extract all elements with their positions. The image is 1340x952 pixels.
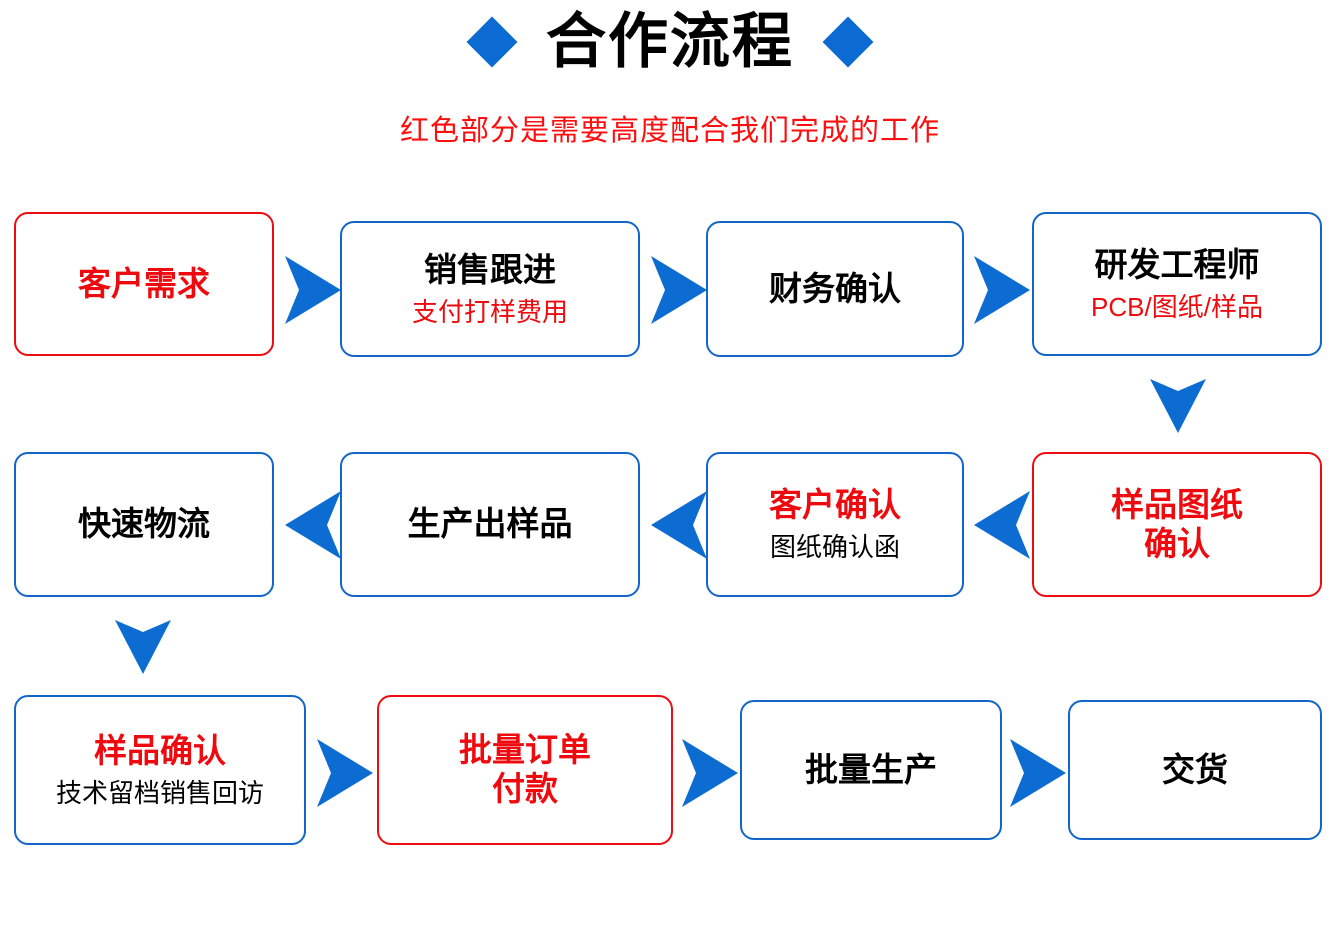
node-sample-drawing-confirmation[interactable]: 样品图纸 确认 (1032, 452, 1322, 597)
node-rd-engineer[interactable]: 研发工程师 PCB/图纸/样品 (1032, 212, 1322, 356)
node-title: 样品图纸 确认 (1111, 485, 1243, 562)
node-subtitle: 支付打样费用 (411, 296, 568, 327)
arrow-sales-to-finance (649, 254, 709, 326)
node-finance-confirmation[interactable]: 财务确认 (706, 221, 964, 357)
arrow-sample-drawing-to-customer (972, 489, 1032, 561)
arrow-production-to-delivery (1008, 737, 1068, 809)
node-title: 客户确认 (769, 486, 901, 524)
node-title: 财务确认 (769, 269, 901, 307)
diamond-icon-right (822, 16, 874, 68)
node-subtitle: 技术留档销售回访 (55, 777, 264, 808)
page-subtitle: 红色部分是需要高度配合我们完成的工作 (399, 115, 940, 147)
node-title: 交货 (1162, 750, 1228, 788)
node-sales-follow-up[interactable]: 销售跟进 支付打样费用 (340, 221, 640, 357)
node-title: 生产出样品 (407, 505, 573, 543)
node-customer-confirmation[interactable]: 客户确认 图纸确认函 (706, 452, 964, 597)
node-title: 快速物流 (78, 505, 210, 543)
arrow-bulk-order-to-production (680, 737, 740, 809)
node-title: 样品确认 (94, 731, 226, 769)
node-subtitle: PCB/图纸/样品 (1091, 291, 1263, 322)
node-fast-logistics[interactable]: 快速物流 (14, 452, 274, 597)
node-title: 销售跟进 (424, 250, 556, 288)
node-customer-requirement[interactable]: 客户需求 (14, 212, 274, 356)
arrow-customer-to-produce (649, 489, 709, 561)
node-subtitle: 图纸确认函 (769, 532, 900, 563)
node-delivery[interactable]: 交货 (1068, 700, 1322, 840)
arrow-customer-to-sales (283, 254, 343, 326)
node-title: 批量生产 (805, 750, 937, 788)
arrow-finance-to-rd (972, 254, 1032, 326)
node-sample-confirmation[interactable]: 样品确认 技术留档销售回访 (14, 695, 306, 845)
diamond-icon-left (466, 16, 518, 68)
arrow-rd-to-sample-drawing (1148, 377, 1208, 435)
arrow-produce-to-logistics (283, 489, 343, 561)
page-header: 合作流程 红色部分是需要高度配合我们完成的工作 (0, 0, 1340, 175)
node-title: 客户需求 (78, 264, 210, 302)
node-mass-production[interactable]: 批量生产 (740, 700, 1002, 840)
node-title: 研发工程师 (1094, 245, 1260, 283)
node-title: 批量订单 付款 (459, 731, 591, 807)
page-title: 合作流程 (546, 8, 794, 75)
title-row: 合作流程 (0, 12, 1340, 72)
arrow-sample-to-bulk-order (315, 737, 375, 809)
node-produce-sample[interactable]: 生产出样品 (340, 452, 640, 597)
arrow-logistics-to-sample-confirmation (113, 618, 173, 676)
node-bulk-order-payment[interactable]: 批量订单 付款 (377, 695, 673, 845)
